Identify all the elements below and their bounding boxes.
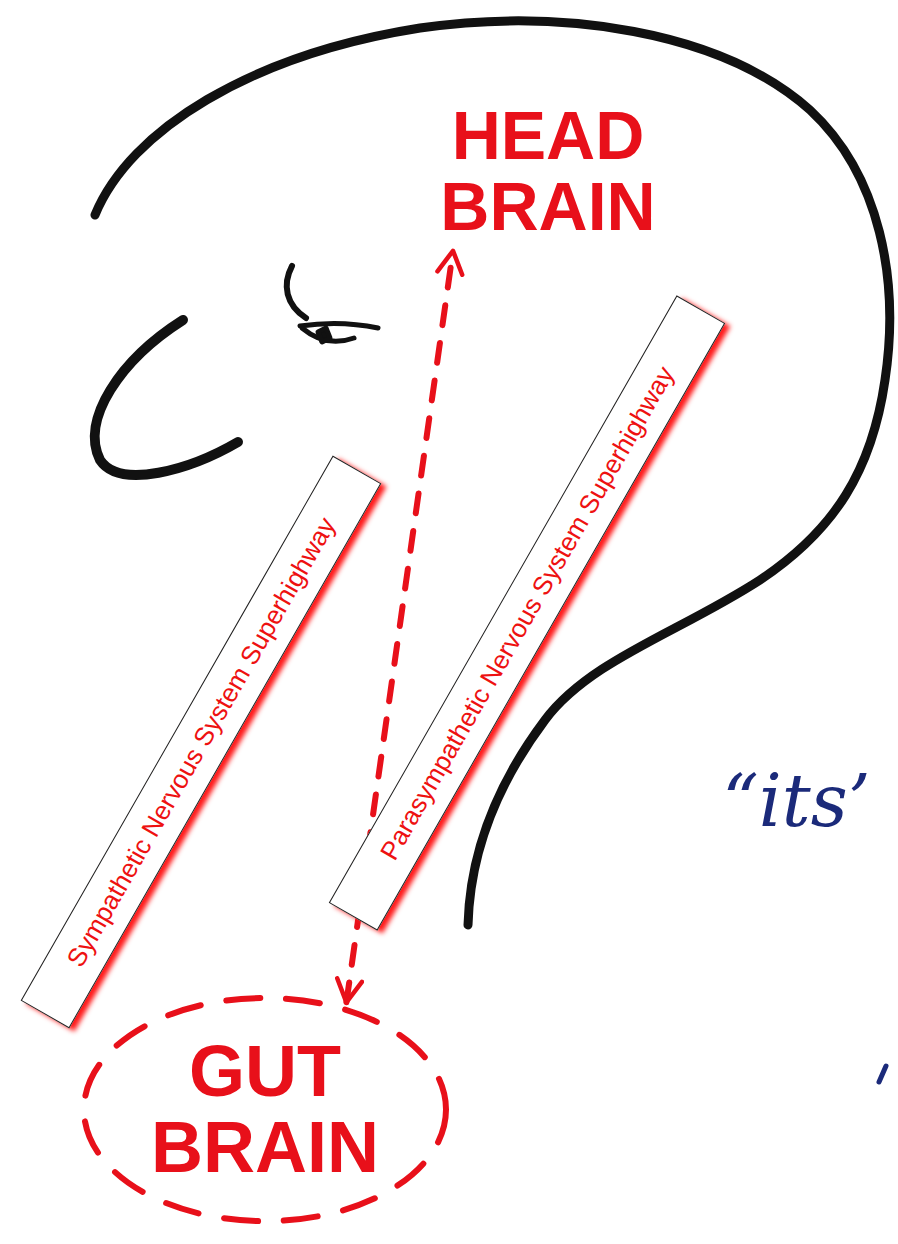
pathway-label: Sympathetic Nervous System Superhighway bbox=[60, 512, 342, 973]
pathway-label: Parasympathetic Nervous System Superhigh… bbox=[374, 361, 681, 865]
eyebrow-stroke bbox=[287, 266, 306, 318]
pupil-mark bbox=[318, 328, 330, 342]
handwritten-note: “its’ bbox=[722, 762, 871, 841]
brain-label: HEAD BRAIN bbox=[423, 100, 673, 243]
nervous-pathway-band: Parasympathetic Nervous System Superhigh… bbox=[329, 295, 725, 930]
head-outline bbox=[95, 21, 890, 925]
head-brain-label: HEAD BRAIN bbox=[423, 100, 673, 243]
eye-stroke bbox=[300, 323, 378, 341]
dashed-outline bbox=[84, 998, 446, 1221]
nervous-pathway-band: Sympathetic Nervous System Superhighway bbox=[21, 456, 382, 1029]
ink-mark bbox=[879, 1066, 886, 1082]
gut-brain-circle: GUT BRAIN bbox=[80, 994, 450, 1225]
brain-label: GUT BRAIN bbox=[140, 1034, 390, 1185]
nose-stroke bbox=[95, 320, 238, 475]
